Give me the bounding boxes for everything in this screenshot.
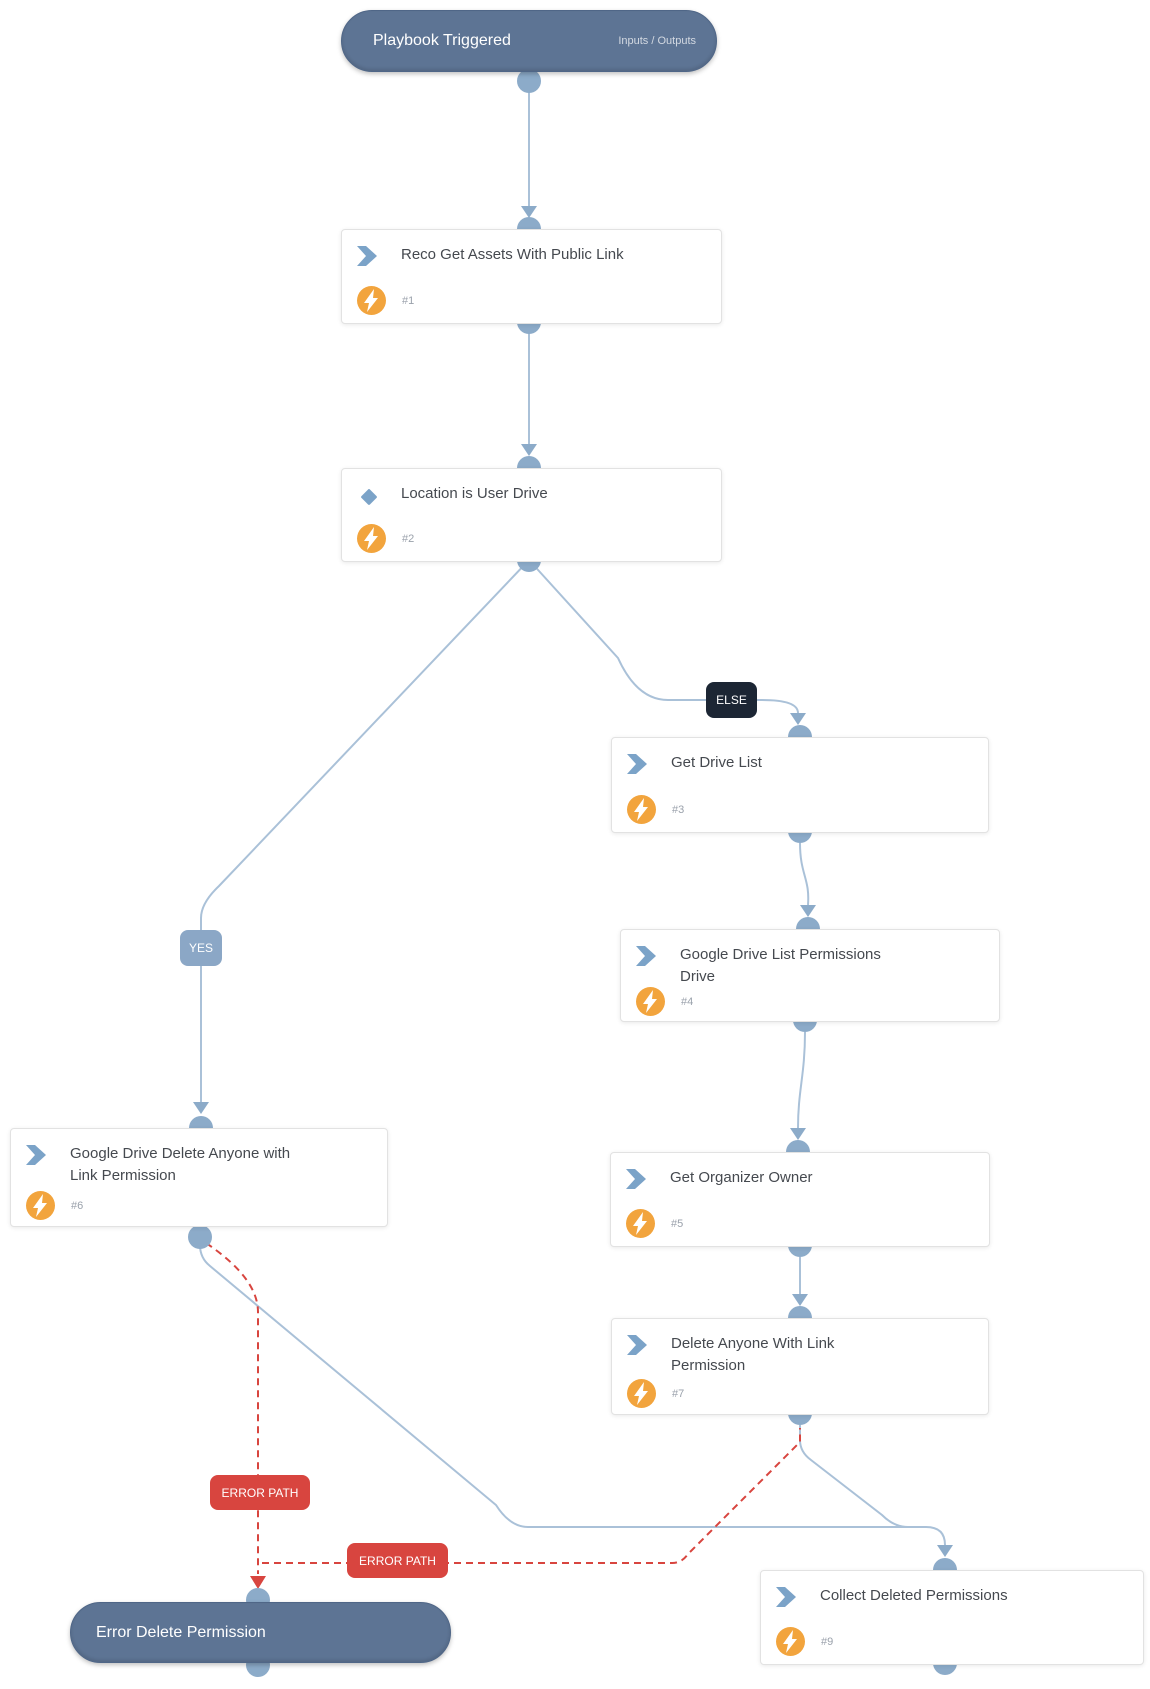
instant-action-icon	[626, 1209, 655, 1238]
node-title: Collect Deleted Permissions	[820, 1587, 1008, 1604]
node-title: Get Organizer Owner	[670, 1169, 813, 1186]
error-terminal-node[interactable]: Error Delete Permission	[70, 1602, 451, 1663]
condition-diamond-icon	[357, 485, 379, 505]
inputs-outputs-link[interactable]: Inputs / Outputs	[618, 35, 696, 47]
instant-action-icon	[26, 1191, 55, 1220]
connector-out-trigger	[517, 69, 541, 93]
action-arrow-icon	[357, 246, 379, 266]
terminal-title: Error Delete Permission	[96, 1623, 266, 1641]
node-card-collect-deleted-permissions[interactable]: Collect Deleted Permissions #9	[760, 1570, 1144, 1665]
action-arrow-icon	[636, 946, 658, 966]
instant-action-icon	[636, 987, 665, 1016]
step-number: #2	[402, 532, 415, 545]
instant-action-icon	[627, 795, 656, 824]
instant-action-icon	[357, 524, 386, 553]
node-title: Reco Get Assets With Public Link	[401, 246, 624, 263]
node-card-delete-anyone-link[interactable]: Google Drive Delete Anyone with Link Per…	[10, 1128, 388, 1227]
error-path-label-2[interactable]: ERROR PATH	[347, 1543, 448, 1578]
instant-action-icon	[357, 286, 386, 315]
action-arrow-icon	[26, 1145, 48, 1165]
node-card-get-drive-list[interactable]: Get Drive List #3	[611, 737, 989, 833]
step-number: #9	[821, 1635, 834, 1648]
node-title: Delete Anyone With Link Permission	[671, 1335, 835, 1374]
step-number: #6	[71, 1199, 84, 1212]
error-path-label-1[interactable]: ERROR PATH	[210, 1475, 310, 1510]
connector-out-node6	[188, 1225, 212, 1249]
instant-action-icon	[776, 1627, 805, 1656]
node-card-get-organizer-owner[interactable]: Get Organizer Owner #5	[610, 1152, 990, 1247]
trigger-title: Playbook Triggered	[373, 32, 511, 49]
instant-action-icon	[627, 1379, 656, 1408]
action-arrow-icon	[627, 754, 649, 774]
node-title: Google Drive Delete Anyone with Link Per…	[70, 1145, 291, 1184]
step-number: #4	[681, 995, 694, 1008]
step-number: #3	[672, 803, 685, 816]
node-card-location-condition[interactable]: Location is User Drive #2	[341, 468, 722, 562]
node-card-delete-anyone-permission[interactable]: Delete Anyone With Link Permission #7	[611, 1318, 989, 1415]
branch-label-yes[interactable]: YES	[180, 930, 222, 966]
node-title: Location is User Drive	[401, 485, 548, 502]
node-card-reco-get-assets[interactable]: Reco Get Assets With Public Link #1	[341, 229, 722, 324]
trigger-node[interactable]: Playbook Triggered Inputs / Outputs	[341, 10, 717, 72]
node-card-list-permissions-drive[interactable]: Google Drive List Permissions Drive #4	[620, 929, 1000, 1022]
step-number: #1	[402, 294, 415, 307]
node-title: Google Drive List Permissions Drive	[680, 946, 881, 985]
step-number: #7	[672, 1387, 685, 1400]
action-arrow-icon	[626, 1169, 648, 1189]
action-arrow-icon	[627, 1335, 649, 1355]
node-title: Get Drive List	[671, 754, 762, 771]
branch-label-else[interactable]: ELSE	[706, 682, 757, 718]
step-number: #5	[671, 1217, 684, 1230]
action-arrow-icon	[776, 1587, 798, 1607]
